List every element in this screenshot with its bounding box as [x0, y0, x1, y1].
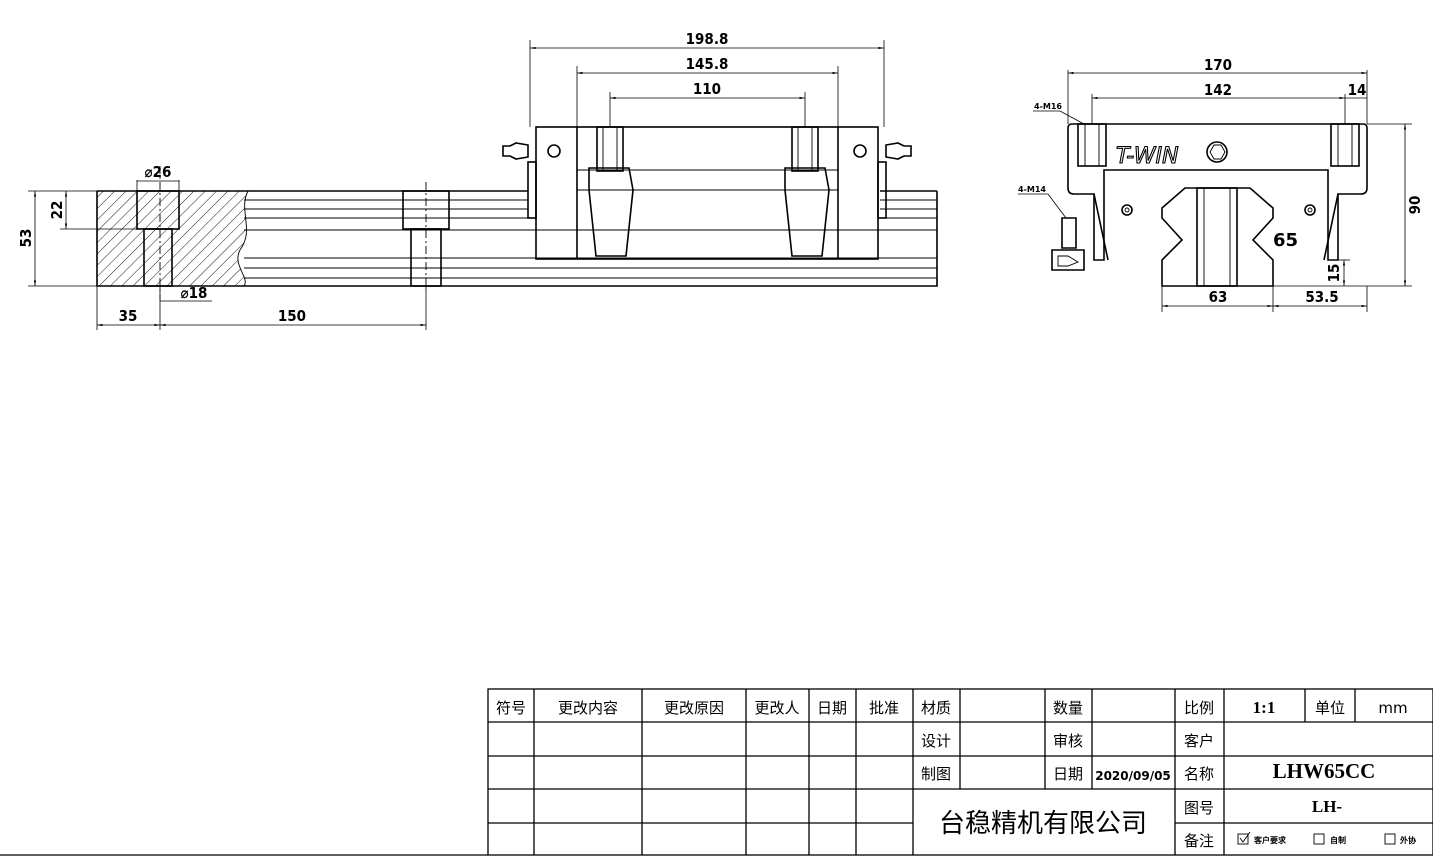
size-mark: 65	[1273, 230, 1298, 251]
header-approve: 批准	[869, 699, 899, 717]
dim-total-length: 198.8	[686, 30, 729, 48]
end-rail-bolt	[1196, 187, 1238, 287]
rail-break-line	[237, 190, 249, 287]
end-thread-left	[1077, 123, 1107, 167]
company-name: 台稳精机有限公司	[939, 809, 1147, 839]
remark-option-outsource: 外协	[1400, 835, 1416, 845]
header-change-content: 更改内容	[558, 699, 618, 717]
carriage-block	[502, 126, 912, 260]
drawing-label: 制图	[921, 765, 951, 783]
title-block: 符号 更改内容 更改原因 更改人 日期 批准 材质 设计 制图 数量 审核 日期…	[0, 688, 1433, 856]
remark-checkbox-self[interactable]	[1313, 833, 1325, 845]
end-view: T-WIN 65 170 142 14 4-M16 4-M14 90 63 53…	[1018, 56, 1424, 312]
dim-bolt-pitch: 110	[693, 80, 721, 98]
unit-value: mm	[1378, 699, 1407, 717]
header-date: 日期	[817, 699, 847, 717]
dim-overall-height: 90	[1406, 196, 1424, 215]
drawing-no-value: LH-	[1312, 797, 1343, 816]
date-label: 日期	[1053, 765, 1083, 783]
dim-rail-width: 63	[1209, 288, 1228, 306]
grease-fitting-end	[1206, 141, 1228, 163]
dim-thread-top: 4-M16	[1034, 102, 1062, 111]
dim-rail-height: 53	[17, 229, 35, 248]
quantity-label: 数量	[1053, 699, 1083, 717]
dim-counterbore-dia: ⌀26	[145, 163, 172, 181]
date-value: 2020/09/05	[1095, 769, 1171, 783]
side-view: 198.8 145.8 110 ⌀26 53 22 ⌀18 35 150	[17, 30, 938, 330]
scale-label: 比例	[1184, 699, 1214, 717]
mount-hole-right	[1304, 204, 1316, 216]
end-thread-right	[1330, 123, 1360, 167]
remarks-label: 备注	[1184, 832, 1214, 850]
dim-block-half: 53.5	[1305, 288, 1338, 306]
dim-edge-offset: 14	[1348, 81, 1367, 99]
side-bolt	[1051, 217, 1085, 271]
side-dimension-lines	[28, 40, 885, 330]
dim-counterbore-depth: 22	[48, 201, 66, 220]
drawing-no-label: 图号	[1184, 799, 1214, 817]
name-label: 名称	[1184, 765, 1214, 783]
rail-end-profile	[1161, 187, 1274, 287]
scale-value: 1:1	[1253, 698, 1276, 717]
block-body-lines	[1093, 193, 1339, 261]
remark-checkbox-outsource[interactable]	[1384, 833, 1396, 845]
dim-block-width: 170	[1204, 56, 1232, 74]
customer-label: 客户	[1184, 732, 1214, 750]
review-label: 审核	[1053, 732, 1083, 750]
rail-outline	[96, 190, 938, 287]
dim-hole-pitch: 150	[278, 307, 306, 325]
mount-hole-left	[1121, 204, 1133, 216]
name-value: LHW65CC	[1273, 759, 1376, 783]
design-label: 设计	[921, 732, 951, 750]
dim-thread-side: 4-M14	[1018, 185, 1046, 194]
remark-option-customer: 客户要求	[1253, 835, 1287, 845]
header-changer: 更改人	[754, 699, 799, 717]
block-outline	[1067, 123, 1368, 261]
header-change-reason: 更改原因	[664, 699, 724, 717]
remark-checkbox-customer[interactable]	[1237, 833, 1249, 845]
unit-label: 单位	[1315, 699, 1345, 717]
header-symbol: 符号	[496, 699, 526, 717]
dim-bolt-hole-dia: ⌀18	[181, 284, 208, 302]
material-label: 材质	[921, 699, 951, 717]
dim-thread-pitch: 142	[1204, 81, 1232, 99]
dim-base-height: 15	[1325, 264, 1343, 283]
dim-body-length: 145.8	[686, 55, 729, 73]
logo-text: T-WIN	[1116, 144, 1179, 169]
remark-option-self: 自制	[1330, 835, 1346, 845]
dim-hole-offset: 35	[119, 307, 138, 325]
